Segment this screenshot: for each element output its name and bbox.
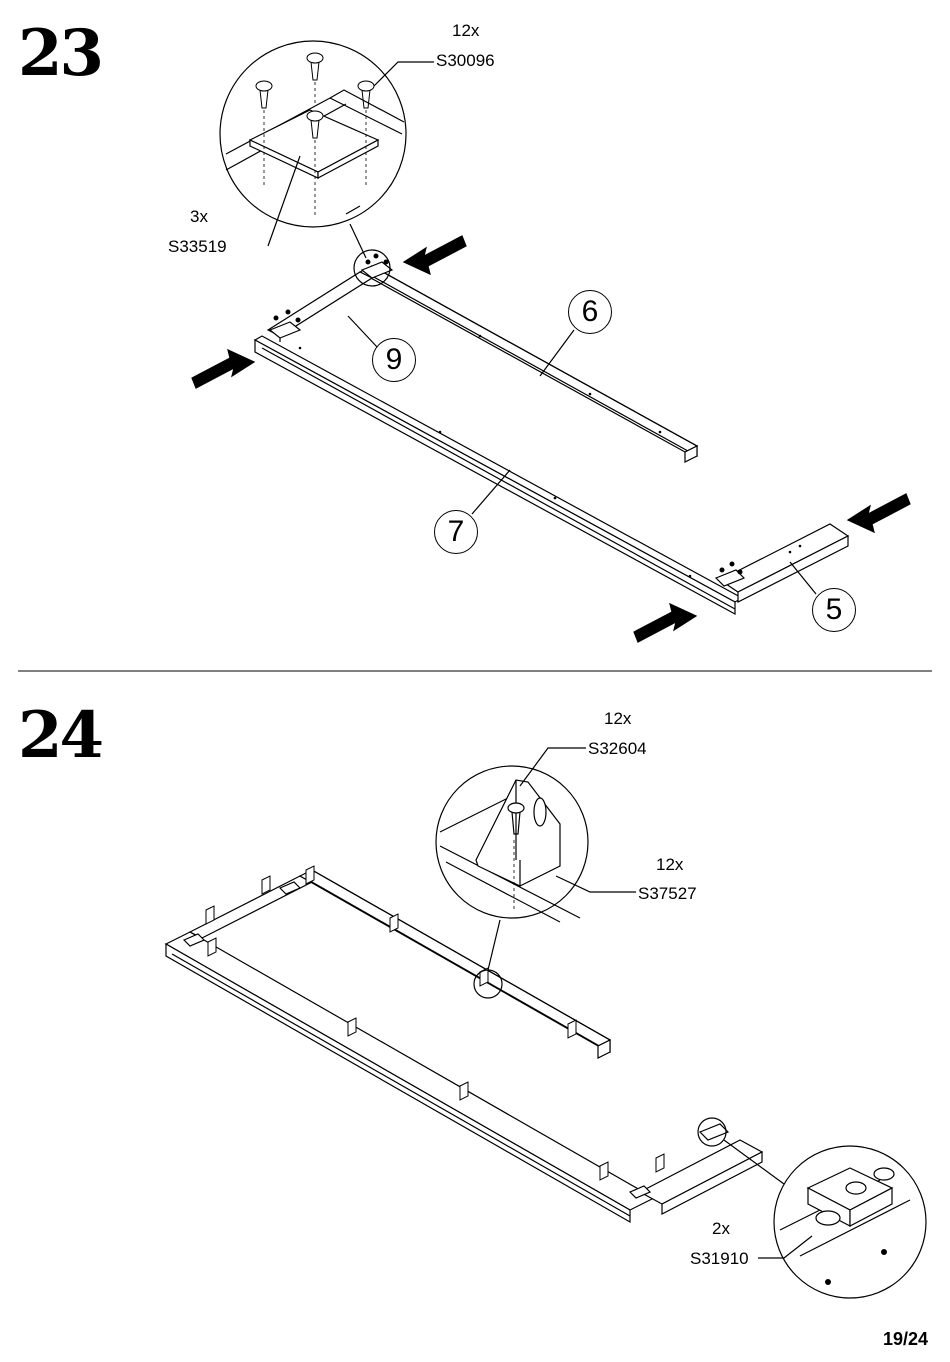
hardware-qty: 12x	[656, 855, 684, 874]
push-arrow-icon	[191, 235, 911, 643]
step-number: 24	[18, 698, 104, 773]
step24-frame-drawing	[164, 865, 785, 1224]
magnifier-circle-icon	[435, 747, 636, 923]
hardware-qty: 12x	[452, 21, 480, 40]
page-number: 19/24	[882, 1329, 928, 1349]
hardware-qty: 12x	[604, 709, 632, 728]
hardware-code: S30096	[436, 51, 495, 70]
hardware-qty: 2x	[712, 1219, 730, 1238]
step-number: 23	[18, 16, 104, 91]
part-number: 9	[372, 338, 416, 382]
part-number: 7	[434, 510, 478, 554]
magnifier-circle-icon	[758, 1145, 927, 1299]
hardware-qty: 3x	[190, 207, 208, 226]
part-number: 5	[812, 588, 856, 632]
hardware-code: S32604	[588, 739, 647, 758]
magnifier-circle-icon	[219, 40, 434, 247]
step23-frame-drawing	[253, 223, 850, 616]
hardware-code: S37527	[638, 884, 697, 903]
hardware-code: S33519	[168, 237, 227, 256]
hardware-code: S31910	[690, 1249, 749, 1268]
part-number: 6	[568, 290, 612, 334]
